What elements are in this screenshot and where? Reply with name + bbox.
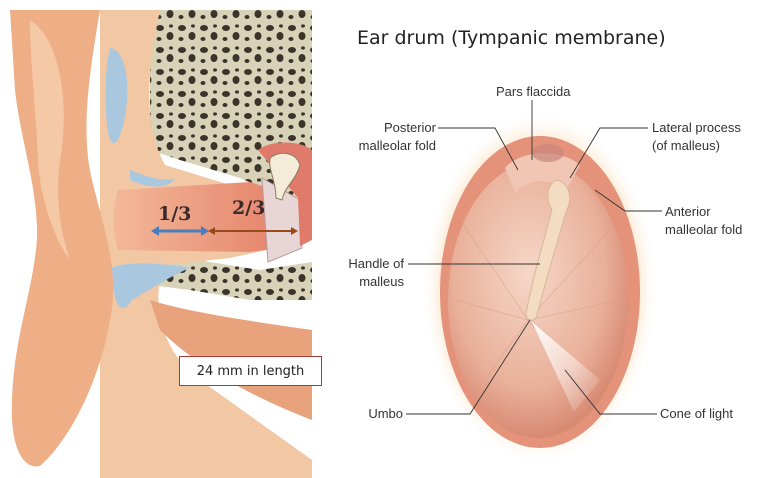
label-pars-flaccida: Pars flaccida xyxy=(496,84,571,99)
label-anterior-fold-1: Anterior xyxy=(665,204,711,219)
diagram-title: Ear drum (Tympanic membrane) xyxy=(357,27,666,49)
outer-third-label: 1/3 xyxy=(158,203,191,225)
eardrum-illustration: Pars flaccida Posterior malleolar fold L… xyxy=(348,84,742,464)
label-handle-1: Handle of xyxy=(348,256,404,271)
label-umbo: Umbo xyxy=(368,406,403,421)
outer-third-arrow xyxy=(151,226,209,236)
cartilage-lower xyxy=(112,263,190,309)
inner-third-label: 2/3 xyxy=(232,197,265,219)
label-lateral-process-1: Lateral process xyxy=(652,120,741,135)
label-posterior-fold-1: Posterior xyxy=(384,120,437,135)
cone-of-light xyxy=(532,322,600,412)
label-handle-2: malleus xyxy=(359,274,404,289)
canal-length-note: 24 mm in length xyxy=(179,356,322,386)
inner-third-arrow xyxy=(208,227,298,235)
lateral-process-shape xyxy=(532,144,564,162)
leader-lines xyxy=(406,100,662,415)
cartilage-upper xyxy=(105,48,128,144)
label-posterior-fold-2: malleolar fold xyxy=(359,138,436,153)
ear-canal xyxy=(113,182,296,252)
cartilage-mid xyxy=(130,170,175,187)
label-cone-of-light: Cone of light xyxy=(660,406,733,421)
label-anterior-fold-2: malleolar fold xyxy=(665,222,742,237)
label-lateral-process-2: (of malleus) xyxy=(652,138,720,153)
ear-canal-illustration: 1/3 2/3 xyxy=(10,10,312,478)
tympanic-membrane-side xyxy=(261,177,303,263)
auricle-fold xyxy=(30,20,70,260)
ossicles xyxy=(269,152,301,201)
malleus-handle xyxy=(525,179,571,321)
